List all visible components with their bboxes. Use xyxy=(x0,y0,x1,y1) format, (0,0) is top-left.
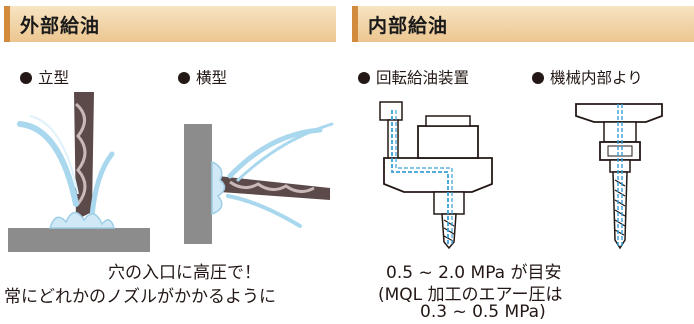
workpiece-wall xyxy=(184,124,212,244)
external-coolant-title: 外部給油 xyxy=(20,15,101,37)
workpiece-base xyxy=(8,228,150,252)
internal-caption-line2: (MQL 加工のエアー圧は xyxy=(378,285,563,305)
internal-caption-line1: 0.5 ~ 2.0 MPa が目安 xyxy=(386,263,562,283)
internal-coolant-path xyxy=(391,110,449,246)
drill-icon xyxy=(218,176,330,200)
rotary-unit-body xyxy=(383,157,493,193)
coolant-spray-lower xyxy=(226,194,302,228)
internal-caption-line3: 0.3 ~ 0.5 MPa) xyxy=(420,302,546,322)
internal-coolant-header: 内部給油 xyxy=(352,6,694,42)
bullet-icon xyxy=(20,72,32,84)
coolant-splash xyxy=(48,211,115,229)
coolant-spray-upper xyxy=(227,127,323,179)
spindle-body xyxy=(575,103,663,123)
horizontal-drill-illustration xyxy=(184,122,334,244)
vertical-drill-illustration xyxy=(8,92,150,252)
rotary-coolant-unit-illustration xyxy=(379,101,493,250)
machine-label: 機械内部より xyxy=(532,66,643,88)
rotary-label: 回転給油装置 xyxy=(358,66,469,88)
external-coolant-header: 外部給油 xyxy=(4,6,336,42)
external-caption-line1: 穴の入口に高圧で！ xyxy=(108,263,261,283)
machine-spindle-illustration xyxy=(575,103,663,250)
bullet-icon xyxy=(358,72,370,84)
horizontal-label: 横型 xyxy=(178,66,227,88)
coolant-splash xyxy=(211,160,226,216)
coolant-spray-left xyxy=(17,121,79,207)
bullet-icon xyxy=(532,72,544,84)
coolant-spray-right xyxy=(89,151,115,219)
external-caption-line2: 常にどれかのノズルがかかるように xyxy=(4,287,276,307)
internal-coolant-title: 内部給油 xyxy=(368,15,449,37)
vertical-label: 立型 xyxy=(20,66,69,88)
bullet-icon xyxy=(178,72,190,84)
coolant-inlet xyxy=(379,101,403,121)
